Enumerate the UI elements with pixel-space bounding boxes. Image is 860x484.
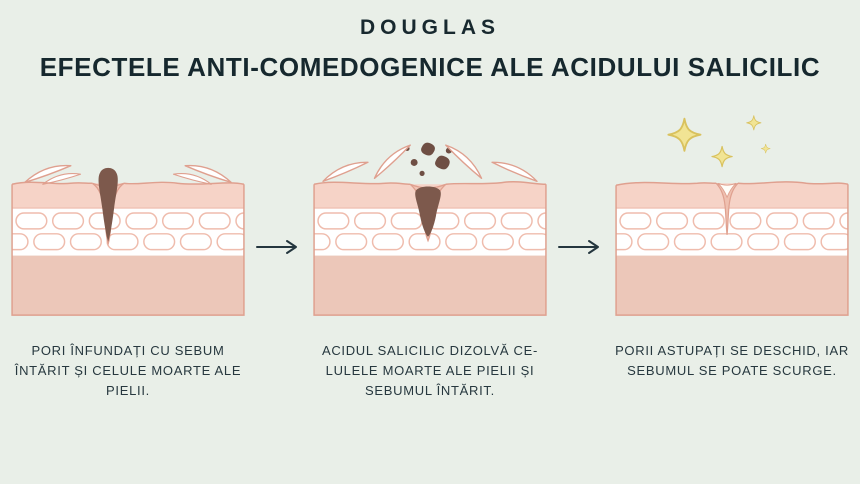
sparkle-icon	[667, 117, 702, 152]
arrow-right-icon	[256, 240, 297, 254]
page-title: EFECTELE ANTI-COMEDOGENICE ALE ACIDULUI …	[39, 52, 821, 82]
panel-dissolving: ACIDUL SALICILIC DIZOLVĂ CE- LULELE MOAR…	[311, 105, 549, 401]
skin-layers	[12, 182, 244, 316]
dead-skin-flakes	[24, 164, 232, 185]
sebum-plug	[98, 167, 118, 242]
caption-open-pore: PORII ASTUPAȚI SE DESCHID, IAR SEBUMUL S…	[615, 343, 849, 379]
header: DOUGLAS	[0, 0, 860, 40]
sebum-particles	[404, 142, 452, 176]
sebum-plug-dissolving	[415, 186, 441, 237]
pore-opening-notch	[717, 182, 737, 199]
skin-diagram-clogged-pore-illustration	[11, 164, 245, 316]
figure-row: PORI ÎNFUNDAȚI CU SEBUM ÎNTĂRIT ȘI CELUL…	[0, 105, 860, 401]
panel-open-pore: PORII ASTUPAȚI SE DESCHID, IAR SEBUMUL S…	[613, 105, 851, 381]
skin-block-outline	[313, 181, 547, 316]
arrow-right-icon	[558, 240, 599, 254]
lifting-skin-flakes	[322, 144, 538, 182]
skin-layers	[616, 181, 848, 316]
open-pore-channel	[715, 182, 739, 235]
caption-clogged-pore: PORI ÎNFUNDAȚI CU SEBUM ÎNTĂRIT ȘI CELUL…	[14, 343, 242, 399]
arrow-col-1	[255, 238, 303, 256]
skin-diagram-open-pore-illustration	[615, 115, 849, 316]
skin-block-outline	[615, 181, 849, 316]
sparkle-icon	[711, 145, 733, 168]
panel-clogged-pore: PORI ÎNFUNDAȚI CU SEBUM ÎNTĂRIT ȘI CELUL…	[9, 105, 247, 401]
sparkles	[667, 115, 771, 168]
arrow-col-2	[557, 238, 605, 256]
skin-block-outline	[11, 181, 245, 316]
douglas-logo: DOUGLAS	[360, 16, 500, 39]
skin-diagram-dissolving-illustration	[313, 142, 547, 316]
sparkle-icon	[746, 115, 762, 131]
caption-dissolving: ACIDUL SALICILIC DIZOLVĂ CE- LULELE MOAR…	[321, 343, 539, 399]
sparkle-icon	[760, 143, 771, 154]
